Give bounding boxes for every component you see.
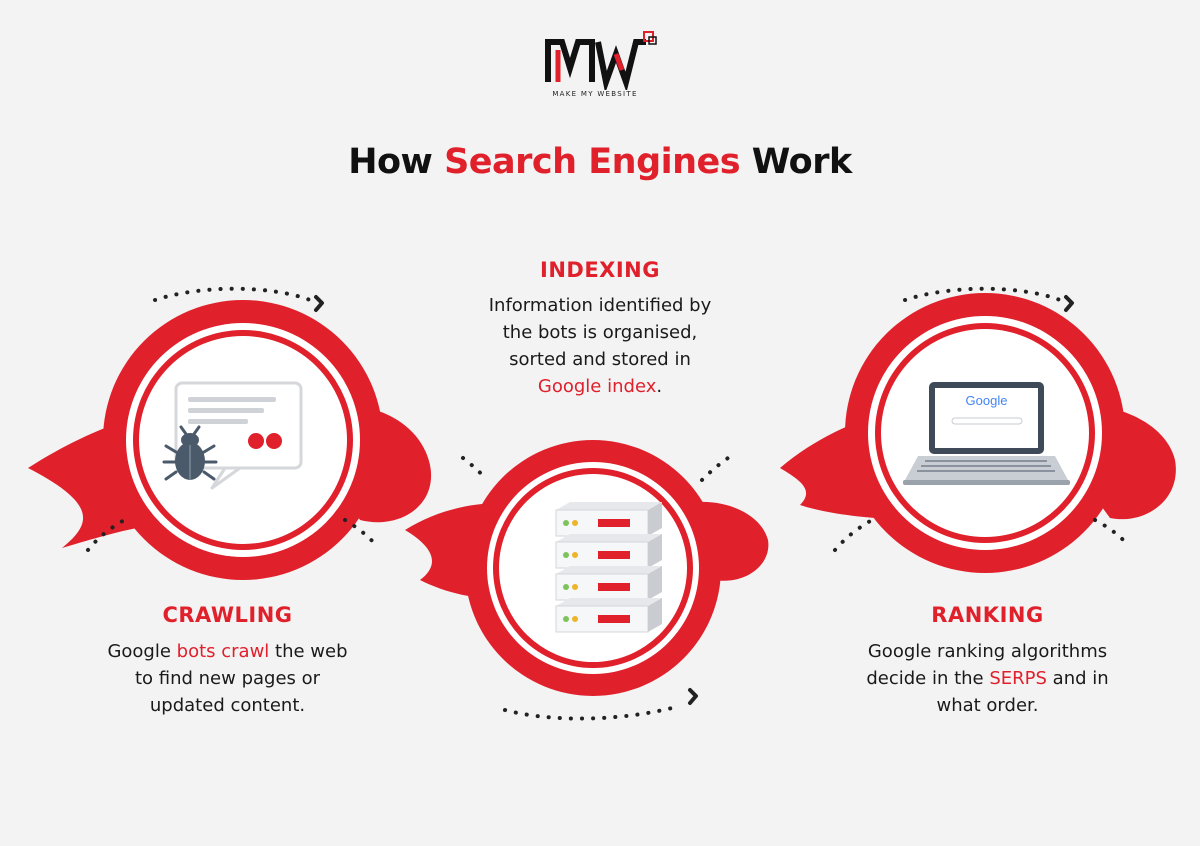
crawling-heading: CRAWLING (162, 603, 293, 627)
indexing-top-left-arc (461, 456, 489, 482)
crawling-line-1-end: the web (269, 641, 348, 662)
indexing-line-3: sorted and stored in (509, 349, 691, 370)
crawling-line-2: to find new pages or (134, 668, 321, 689)
crawling-top-arc (153, 286, 312, 302)
crawling-arrow-icon (314, 295, 324, 312)
indexing-line-2: the bots is organised, (502, 322, 698, 343)
ranking-arrow-icon (1064, 295, 1074, 312)
ranking-line-2: decide in the SERPS and in (835, 665, 1140, 692)
server-rack-icon (555, 502, 662, 633)
indexing-line-4: Google index. (430, 373, 770, 400)
title-part2: Work (740, 142, 852, 182)
mw-logo-icon (545, 31, 657, 94)
ranking-heading: RANKING (931, 603, 1044, 627)
ranking-description: Google ranking algorithms decide in the … (835, 638, 1140, 719)
indexing-bottom-arc (503, 704, 682, 721)
ranking-highlight: SERPS (989, 668, 1047, 689)
crawling-highlight: bots crawl (176, 641, 270, 662)
crawling-line-1-start: Google (107, 641, 177, 662)
crawling-bottom-right-arc (343, 518, 378, 547)
indexing-top-right-arc (700, 456, 730, 482)
ranking-line-2-end: and in (1046, 668, 1109, 689)
indexing-description: Information identified by the bots is or… (430, 292, 770, 400)
indexing-highlight: Google index (537, 376, 657, 397)
title-accent: Search Engines (444, 142, 741, 182)
ranking-bottom-right-arc (1093, 518, 1130, 547)
crawling-line-3: updated content. (149, 695, 306, 716)
indexing-arrow-icon (688, 688, 698, 705)
brand-tagline: MAKE MY WEBSITE (552, 90, 638, 98)
bug-on-webpage-icon (162, 381, 303, 490)
laptop-screen-logo: Google (965, 393, 1008, 408)
page-title: How Search Engines Work (0, 142, 1200, 182)
brand-logo: MAKE MY WEBSITE (540, 30, 660, 110)
title-part1: How (348, 142, 445, 182)
ranking-line-3: what order. (936, 695, 1039, 716)
ranking-line-2-start: decide in the (866, 668, 990, 689)
indexing-heading: INDEXING (540, 258, 660, 282)
crawling-description: Google bots crawl the web to find new pa… (75, 638, 380, 719)
laptop-google-icon (903, 382, 1070, 485)
indexing-line-1: Information identified by (488, 295, 712, 316)
ranking-line-1: Google ranking algorithms (867, 641, 1108, 662)
indexing-line-4-end: . (656, 376, 663, 397)
ranking-bottom-left-arc (833, 518, 874, 552)
crawling-line-1: Google bots crawl the web (75, 638, 380, 665)
